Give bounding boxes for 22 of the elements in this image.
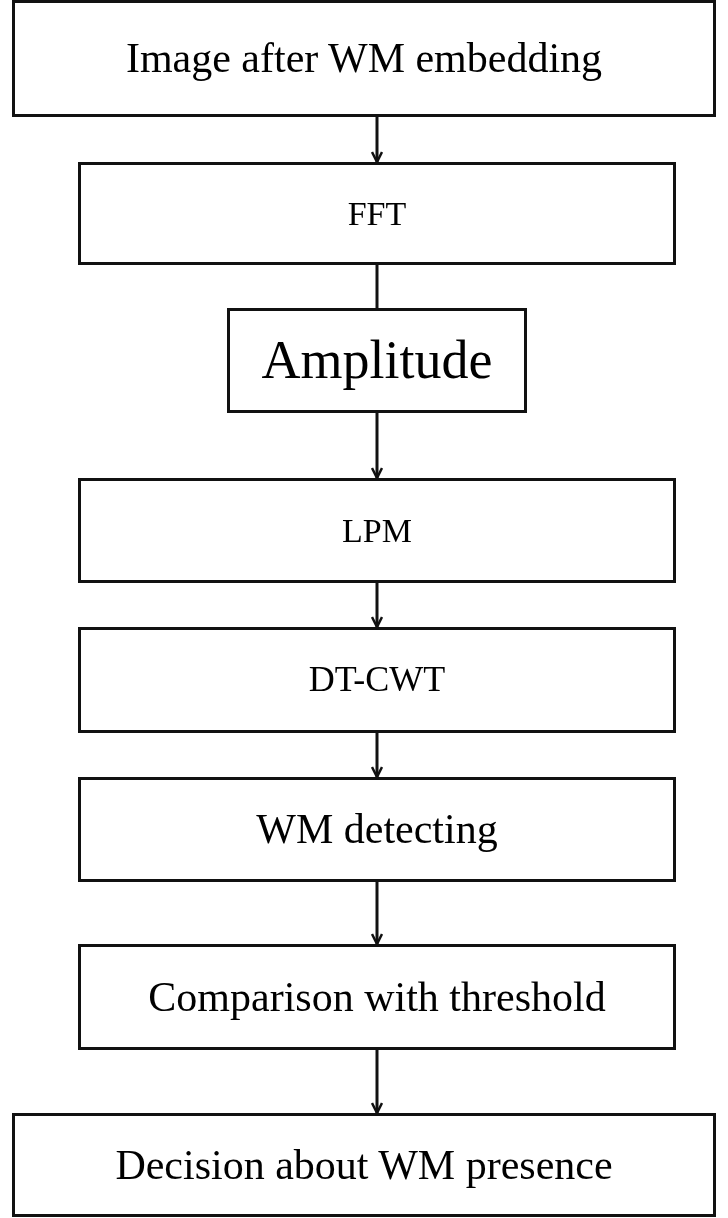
process-box [78,777,676,882]
process-box [227,308,527,413]
box-label: Comparison with threshold [148,973,606,1021]
box-label: Decision about WM presence [115,1141,613,1189]
process-box [78,627,676,733]
arrow [370,1050,384,1115]
process-box [78,944,676,1050]
arrow [370,413,384,480]
box-label: WM detecting [256,806,498,853]
box-label: Image after WM embedding [125,35,603,82]
arrow [370,733,384,779]
arrow [370,117,384,164]
process-box [12,1113,716,1217]
box-label: Amplitude [261,330,493,391]
process-box [12,0,716,117]
box-label: LPM [342,511,412,550]
process-box [78,478,676,583]
box-label: FFT [347,194,407,233]
arrow [370,583,384,629]
process-box [78,162,676,265]
box-label: DT-CWT [308,660,446,700]
arrow [370,882,384,946]
